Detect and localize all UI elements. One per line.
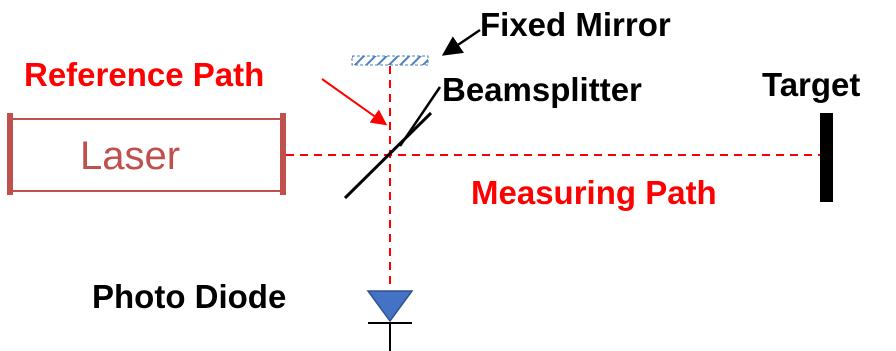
fixed-mirror xyxy=(351,55,429,66)
reference-path-pointer xyxy=(321,78,388,126)
reference-path-label: Reference Path xyxy=(24,56,265,93)
laser-label: Laser xyxy=(80,134,181,178)
fixed-mirror-label: Fixed Mirror xyxy=(480,6,671,43)
photo-diode xyxy=(366,290,414,351)
beamsplitter-pointer xyxy=(398,86,442,147)
fixed-mirror-pointer xyxy=(441,28,481,56)
photo-diode-label: Photo Diode xyxy=(92,278,287,315)
measuring-path-label: Measuring Path xyxy=(471,174,717,211)
beamsplitter-label: Beamsplitter xyxy=(442,71,642,108)
target-label: Target xyxy=(762,66,861,103)
laser-cavity xyxy=(7,113,286,195)
photo-diode-triangle xyxy=(366,290,414,323)
target xyxy=(820,113,833,202)
beamsplitter xyxy=(343,111,433,200)
